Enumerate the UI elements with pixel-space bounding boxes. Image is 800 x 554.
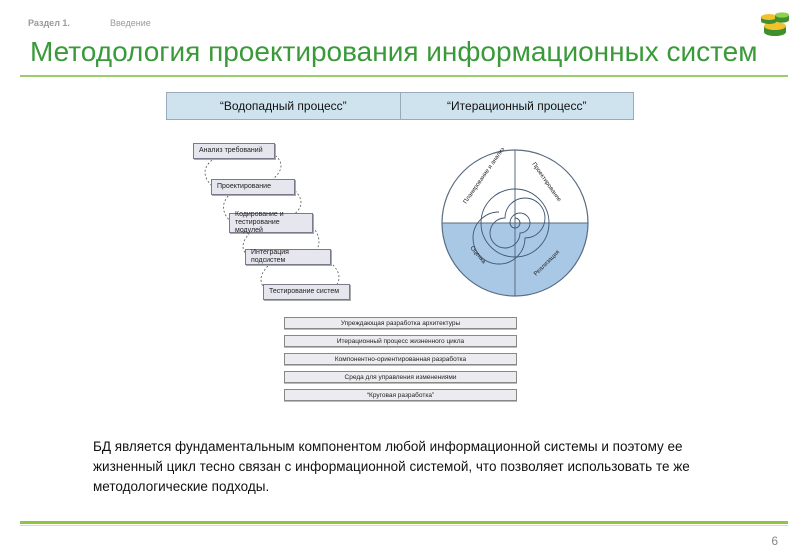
waterfall-step-design: Проектирование <box>211 179 295 195</box>
spiral-model-diagram: Планирование и анализ Проектирование Реа… <box>441 148 589 297</box>
section-number: Раздел 1. <box>28 18 70 28</box>
method-change-management: Среда для управления изменениями <box>284 371 517 383</box>
waterfall-step-testing: Тестирование систем <box>263 284 350 300</box>
page-number: 6 <box>771 534 778 548</box>
methods-list: Упреждающая разработка архитектуры Итера… <box>284 317 517 407</box>
body-paragraph: БД является фундаментальным компонентом … <box>93 439 690 494</box>
title-underline <box>20 75 788 77</box>
waterfall-process-header: “Водопадный процесс” <box>219 99 347 113</box>
process-models-table: “Водопадный процесс” “Итерационный проце… <box>166 92 634 120</box>
waterfall-step-coding: Кодирование и тестирование модулей <box>229 211 313 234</box>
footer-line <box>20 521 788 524</box>
footer-line-light <box>20 525 788 526</box>
method-round-trip: “Круговая разработка” <box>284 389 517 401</box>
method-iterative: Итерационный процесс жизненного цикла <box>284 335 517 347</box>
section-name: Введение <box>110 18 151 28</box>
database-logo-icon <box>761 12 789 36</box>
iterative-process-header: “Итерационный процесс” <box>399 93 634 119</box>
waterfall-step-requirements: Анализ требований <box>193 143 275 159</box>
method-component: Компонентно-ориентированная разработка <box>284 353 517 365</box>
waterfall-step-integration: Интеграция подсистем <box>245 249 331 265</box>
page-title: Методология проектирования информационны… <box>30 36 758 67</box>
method-architecture: Упреждающая разработка архитектуры <box>284 317 517 329</box>
